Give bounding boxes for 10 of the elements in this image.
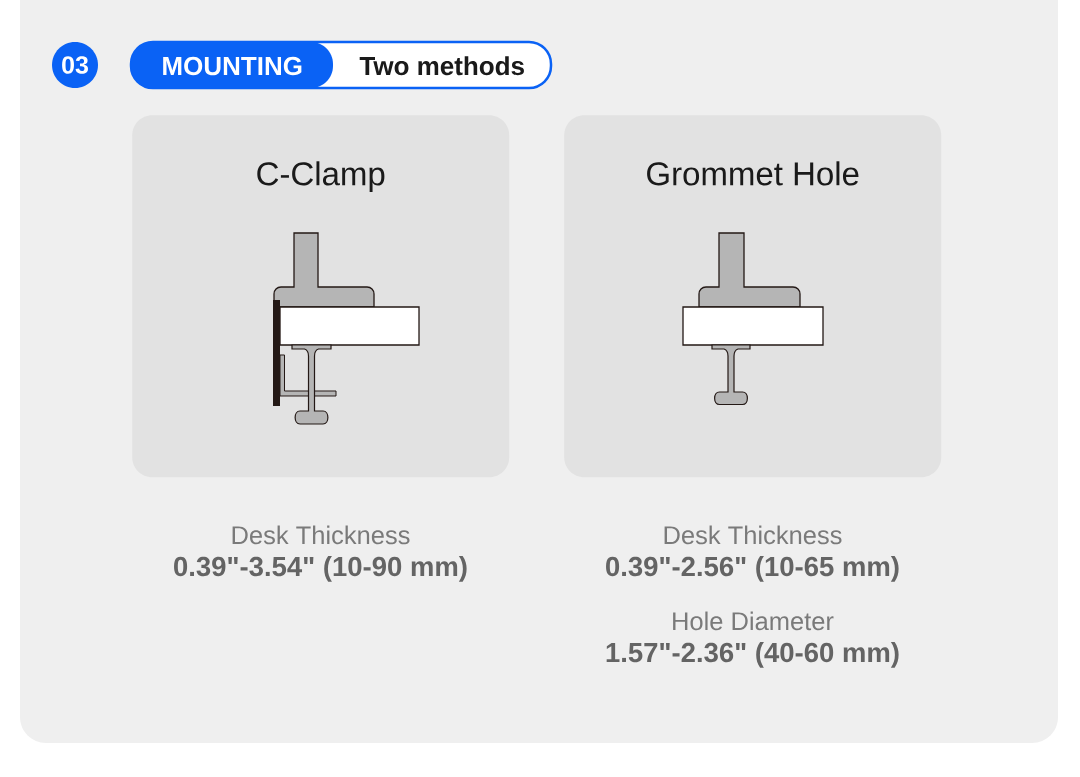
spec-value: 1.57"-2.36" (40-60 mm) xyxy=(606,642,899,668)
spec-label: Desk Thickness xyxy=(664,525,842,545)
spec-label: Desk Thickness xyxy=(232,525,410,545)
spec-value: 0.39"-2.56" (10-65 mm) xyxy=(606,556,899,582)
pill-badge: MOUNTING Two methods xyxy=(129,40,553,90)
card: Grommet Hole xyxy=(564,115,942,478)
spec-label: Hole Diameter xyxy=(673,611,834,631)
spec-value: 0.39"-3.54" (10-90 mm) xyxy=(174,556,467,582)
card: C-Clamp xyxy=(132,115,510,478)
number-badge: 03 xyxy=(52,42,98,88)
